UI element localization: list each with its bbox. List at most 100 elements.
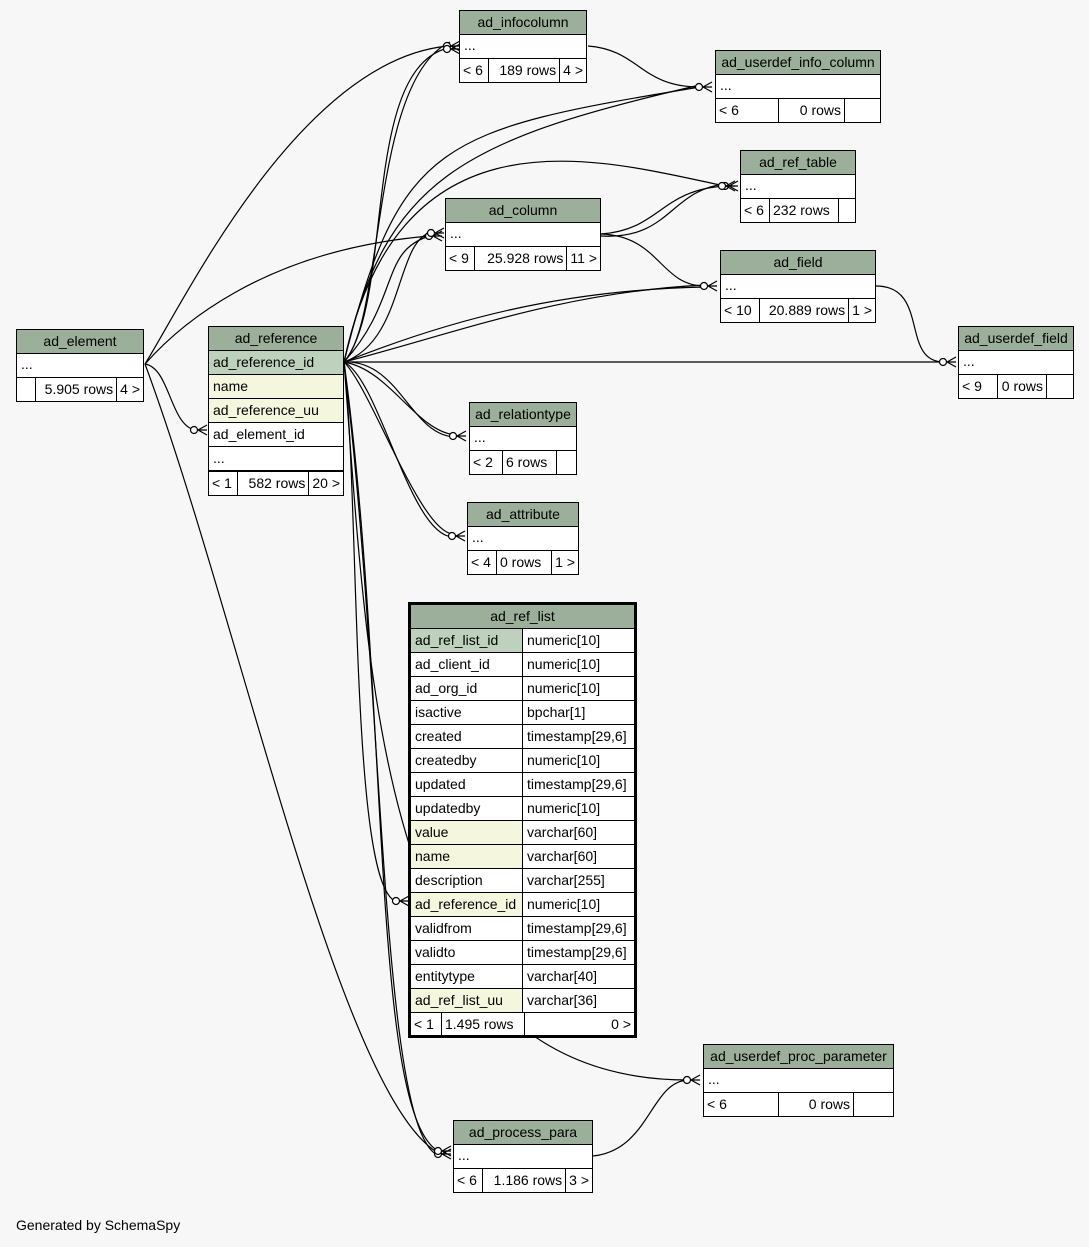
parents-link[interactable]: < 6 [744, 202, 764, 218]
table-title[interactable]: ad_element [17, 330, 143, 354]
column-name: ad_ref_list_id [411, 629, 523, 652]
parents-link[interactable]: < 6 [457, 1172, 477, 1188]
crows-foot-marker [442, 43, 461, 55]
column-ad-reference-id[interactable]: ad_reference_id [209, 351, 343, 375]
row-count: 0 rows [778, 1093, 853, 1116]
children-link[interactable]: 4 > [559, 59, 586, 82]
table-ad-userdef-proc-parameter[interactable]: ad_userdef_proc_parameter ... < 6 0 rows [703, 1044, 894, 1117]
row-count: 582 rows [237, 472, 308, 495]
crows-foot-marker [682, 1074, 701, 1086]
table-title[interactable]: ad_infocolumn [460, 11, 586, 35]
children-link[interactable]: 1 > [551, 551, 578, 574]
columns-collapsed: ... [741, 175, 855, 199]
table-title[interactable]: ad_userdef_proc_parameter [704, 1045, 893, 1069]
children-link[interactable]: 1 > [848, 299, 875, 322]
column-ad-reference-uu[interactable]: ad_reference_uu [209, 399, 343, 423]
column-name: validto [411, 941, 523, 964]
column-name[interactable]: name [209, 375, 343, 399]
table-title[interactable]: ad_attribute [468, 503, 578, 527]
crows-foot-marker [448, 430, 467, 442]
table-title[interactable]: ad_process_para [454, 1121, 592, 1145]
children-link[interactable] [1046, 375, 1073, 398]
parents-link[interactable] [17, 378, 35, 401]
parents-link[interactable]: < 4 [471, 554, 491, 570]
table-title[interactable]: ad_ref_list [411, 605, 634, 629]
children-link[interactable]: 20 > [308, 472, 343, 495]
column-name: value [411, 821, 523, 844]
children-link[interactable] [844, 99, 880, 122]
table-title[interactable]: ad_userdef_info_column [716, 51, 880, 75]
parents-link[interactable]: < 9 [449, 250, 469, 266]
generated-by-footer: Generated by SchemaSpy [16, 1217, 181, 1233]
table-title[interactable]: ad_field [721, 251, 875, 275]
columns-collapsed: ... [959, 351, 1073, 375]
column-ad-element-id[interactable]: ad_element_id [209, 423, 343, 447]
column-type: numeric[10] [523, 797, 634, 820]
parents-link[interactable]: < 1 [414, 1016, 434, 1032]
table-title[interactable]: ad_relationtype [470, 403, 576, 427]
parents-link[interactable]: < 6 [463, 62, 483, 78]
children-link[interactable] [853, 1093, 893, 1116]
table-title[interactable]: ad_ref_table [741, 151, 855, 175]
columns-collapsed: ... [209, 447, 343, 471]
edge-reference-infocolumn [343, 47, 449, 363]
children-link[interactable] [838, 199, 855, 222]
parents-link[interactable]: < 10 [724, 302, 752, 318]
column-type: numeric[10] [523, 677, 634, 700]
column-name: isactive [411, 701, 523, 724]
parents-link[interactable]: < 2 [473, 454, 493, 470]
columns-collapsed: ... [716, 75, 880, 99]
table-title[interactable]: ad_reference [209, 327, 343, 351]
columns-collapsed: ... [470, 427, 576, 451]
children-link[interactable]: 0 > [524, 1013, 634, 1035]
column-name: entitytype [411, 965, 523, 988]
table-ad-reference[interactable]: ad_reference ad_reference_id name ad_ref… [208, 326, 344, 496]
parents-link[interactable]: < 6 [719, 102, 739, 118]
column-type: varchar[40] [523, 965, 634, 988]
children-link[interactable]: 11 > [566, 247, 600, 270]
column-type: numeric[10] [523, 653, 634, 676]
children-link[interactable]: 3 > [565, 1169, 592, 1192]
parents-link[interactable]: < 6 [707, 1096, 727, 1112]
columns-collapsed: ... [460, 35, 586, 59]
edge-reference-field-2 [343, 284, 706, 363]
edge-element-infocolumn [144, 45, 449, 365]
table-title[interactable]: ad_column [446, 199, 600, 223]
parents-link[interactable]: < 1 [212, 475, 232, 491]
children-link[interactable] [556, 451, 576, 474]
parents-link[interactable]: < 9 [962, 378, 982, 394]
children-link[interactable]: 4 > [116, 378, 143, 401]
columns-collapsed: ... [704, 1069, 893, 1093]
edge-column-field [600, 233, 706, 287]
table-title[interactable]: ad_userdef_field [959, 327, 1073, 351]
